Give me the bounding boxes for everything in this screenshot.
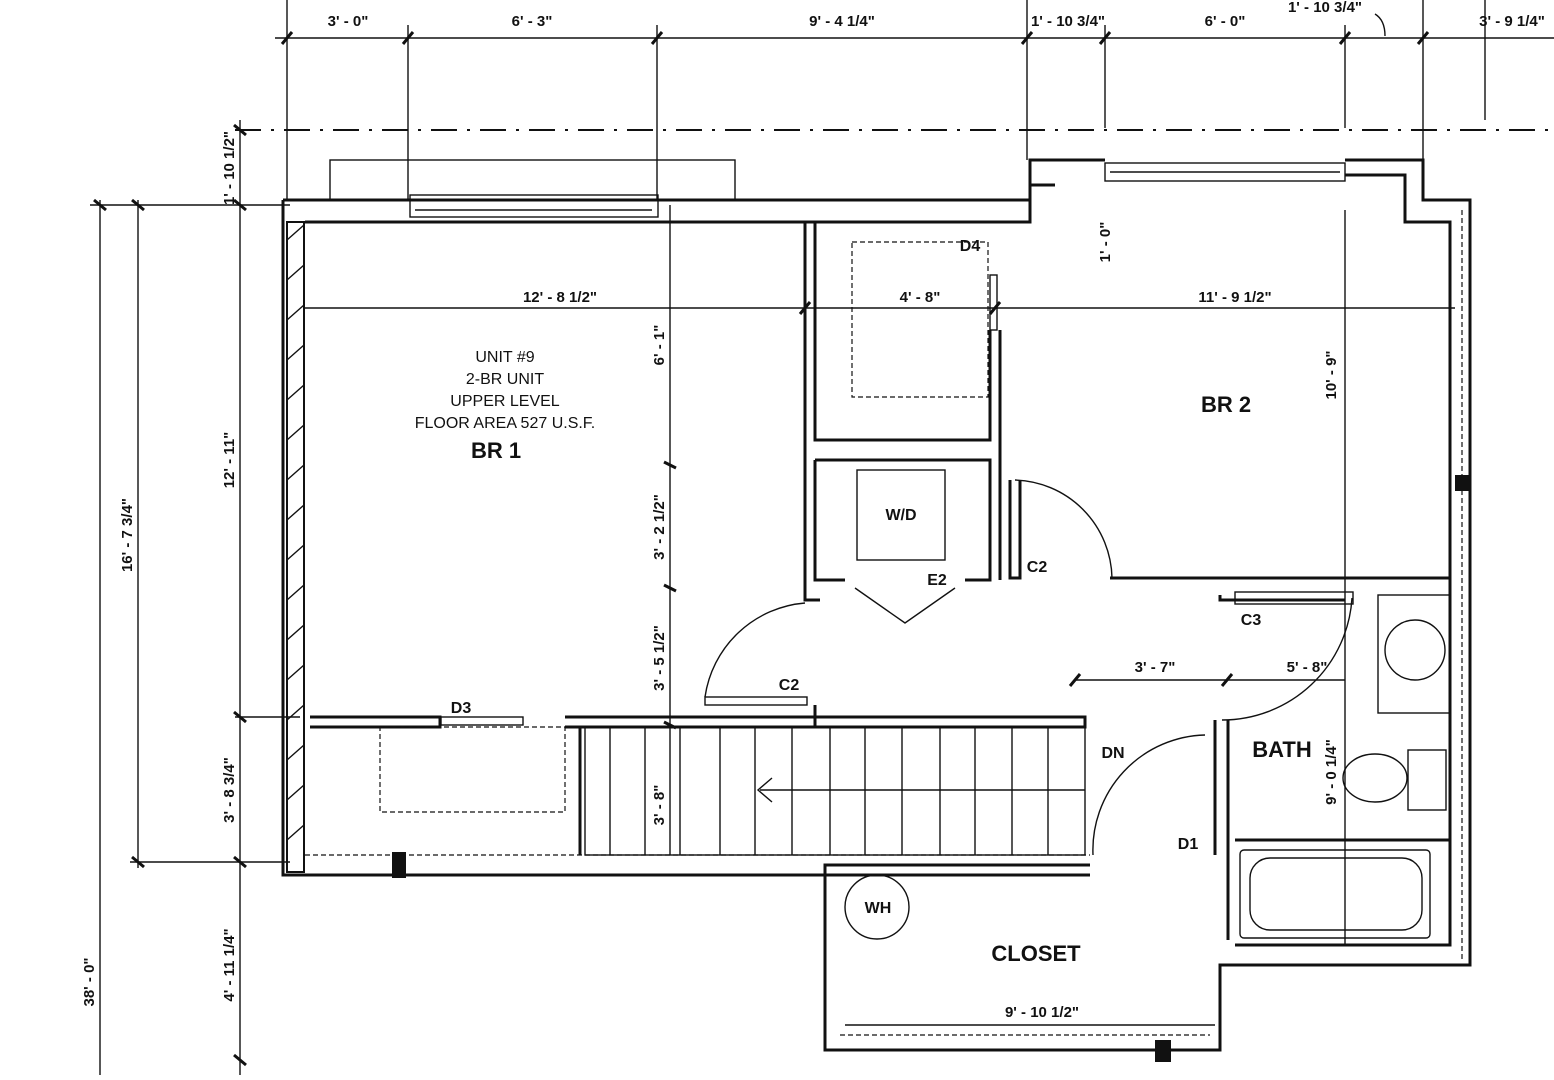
- toilet-icon: [1342, 753, 1408, 803]
- unit-line-1: UNIT #9: [475, 349, 534, 366]
- dim-bath-depth: 9' - 0 1/4": [1323, 739, 1340, 805]
- dim-v4: 3' - 8": [651, 785, 668, 826]
- water-heater: [844, 874, 910, 940]
- label-dn: DN: [1101, 745, 1124, 762]
- sink-icon: [1384, 619, 1446, 681]
- dim-left-a: 1' - 10 1/2": [221, 131, 238, 205]
- dim-v3: 3' - 5 1/2": [651, 625, 668, 691]
- tag-d1: D1: [1178, 836, 1199, 853]
- dim-v2: 3' - 2 1/2": [651, 494, 668, 560]
- dim-left-c: 3' - 8 3/4": [221, 757, 238, 823]
- dim-closet-width: 4' - 8": [900, 289, 941, 306]
- dim-top-5: 6' - 0": [1205, 13, 1246, 30]
- dim-top-3: 9' - 4 1/4": [809, 13, 875, 30]
- dim-br1-width: 12' - 8 1/2": [523, 289, 597, 306]
- tag-c3: C3: [1241, 612, 1262, 629]
- dim-left-b: 12' - 11": [221, 432, 238, 489]
- washer-dryer: [856, 469, 946, 561]
- dim-hall-1: 3' - 7": [1135, 659, 1176, 676]
- exterior-walls: [281, 158, 1472, 1062]
- dim-overall: 38' - 0": [81, 957, 98, 1006]
- label-wd: W/D: [885, 507, 916, 524]
- dim-br2-width: 11' - 9 1/2": [1198, 289, 1271, 306]
- dim-top-6: 1' - 10 3/4": [1288, 0, 1362, 16]
- room-br2: BR 2: [1201, 392, 1251, 417]
- dim-upper: 16' - 7 3/4": [119, 498, 136, 572]
- dim-left-d: 4' - 11 1/4": [221, 928, 238, 1001]
- interior-dimensions: 12' - 8 1/2" 4' - 8" 11' - 9 1/2" 6' - 1…: [305, 205, 1455, 1026]
- unit-line-2: 2-BR UNIT: [466, 371, 544, 388]
- top-dimension-string: 3' - 0" 6' - 3" 9' - 4 1/4" 1' - 10 3/4"…: [275, 0, 1554, 200]
- room-closet: CLOSET: [991, 941, 1081, 966]
- fixtures: [844, 469, 1451, 940]
- unit-line-3: UPPER LEVEL: [450, 393, 559, 410]
- dim-v1: 6' - 1": [651, 325, 668, 366]
- tag-c2-br2: C2: [1027, 559, 1048, 576]
- unit-label: UNIT #9 2-BR UNIT UPPER LEVEL FLOOR AREA…: [415, 349, 596, 432]
- left-dimension-strings: 38' - 0" 16' - 7 3/4" 1' - 10 1/2" 12' -…: [81, 120, 300, 1075]
- tag-d3: D3: [451, 700, 472, 717]
- dim-top-7: 3' - 9 1/4": [1479, 13, 1545, 30]
- door-swings: [704, 274, 1353, 856]
- dim-closet-bottom: 9' - 10 1/2": [1005, 1004, 1079, 1021]
- room-br1: BR 1: [471, 438, 521, 463]
- bathtub-icon: [1239, 849, 1431, 939]
- unit-line-4: FLOOR AREA 527 U.S.F.: [415, 415, 596, 432]
- room-bath: BATH: [1252, 737, 1311, 762]
- tag-c2-br1: C2: [779, 677, 800, 694]
- tag-d4: D4: [960, 238, 981, 255]
- dim-top-2: 6' - 3": [512, 13, 553, 30]
- tag-e2: E2: [927, 572, 947, 589]
- stairs[interactable]: [584, 726, 1086, 856]
- dim-bump: 1' - 0": [1097, 222, 1114, 263]
- dim-top-4: 1' - 10 3/4": [1031, 13, 1105, 30]
- dim-top-1: 3' - 0": [328, 13, 369, 30]
- label-wh: WH: [865, 900, 892, 917]
- dim-br2-depth: 10' - 9": [1323, 350, 1340, 399]
- sink-vanity: [1377, 594, 1451, 714]
- dim-hall-2: 5' - 8": [1287, 659, 1328, 676]
- interior-walls: [310, 222, 1450, 940]
